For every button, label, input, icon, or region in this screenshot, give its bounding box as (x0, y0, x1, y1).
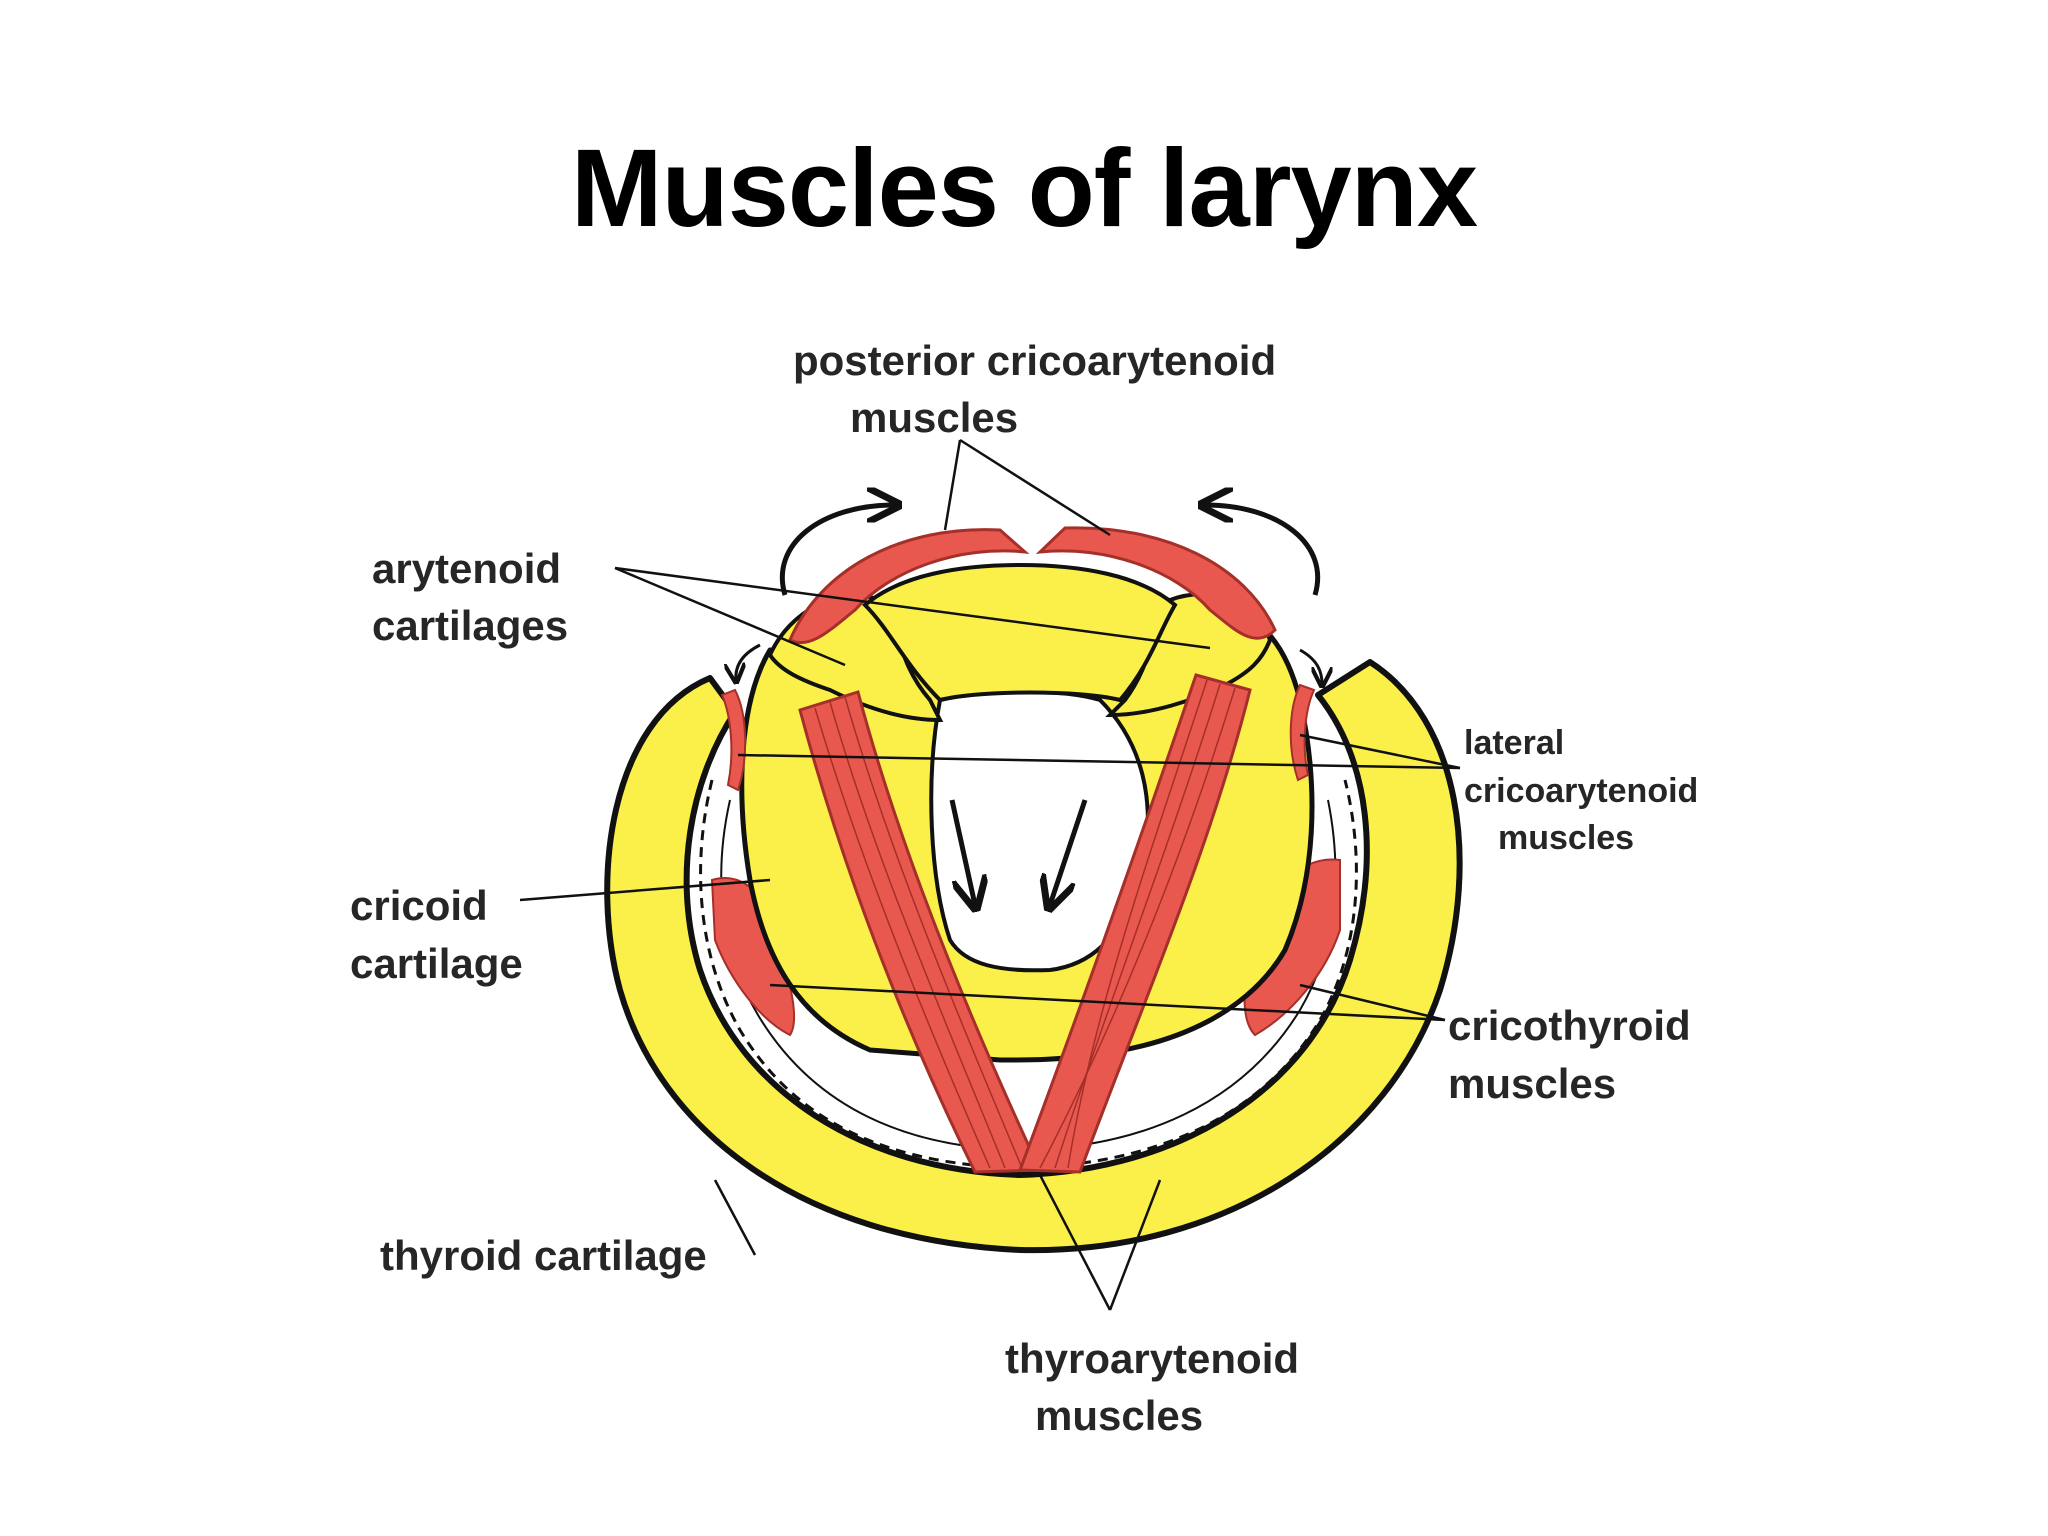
thyroarytenoid-muscle-right (1017, 673, 1252, 1174)
lateral-cricoarytenoid-muscle-right (1289, 683, 1316, 782)
label-cricothyroid-line1: cricothyroid (1448, 1002, 1691, 1049)
leader-lines (519, 438, 1461, 1311)
adduction-arrow-right (1050, 799, 1088, 905)
posterior-cricoarytenoid-muscle-left (788, 528, 1030, 645)
label-posterior-cricoarytenoid-line1: posterior cricoarytenoid (793, 337, 1276, 384)
adduction-arrow-left (949, 799, 975, 905)
label-thyroarytenoid-line2: muscles (1035, 1392, 1203, 1439)
slide-title: Muscles of larynx (570, 127, 1478, 250)
rotation-arrow-right (1205, 505, 1321, 596)
label-cricothyroid-line2: muscles (1448, 1060, 1616, 1107)
rotation-arrow-left (779, 505, 895, 596)
thyroid-cartilage-shape (604, 659, 1463, 1254)
label-arytenoid-line2: cartilages (372, 602, 568, 649)
cricoid-posterior-top (862, 562, 1178, 703)
small-arrow-right (1299, 648, 1322, 684)
label-cricoid-line2: cartilage (350, 940, 523, 987)
label-cricoid-line1: cricoid (350, 882, 488, 929)
thyroarytenoid-fibres (814, 679, 1236, 1169)
label-thyroarytenoid-line1: thyroarytenoid (1005, 1335, 1299, 1382)
label-arytenoid-line1: arytenoid (372, 545, 561, 592)
label-posterior-cricoarytenoid-line2: muscles (850, 394, 1018, 441)
label-lateral-cricoarytenoid-line1: lateral (1464, 724, 1564, 762)
label-thyroid-cartilage: thyroid cartilage (380, 1232, 707, 1279)
posterior-cricoarytenoid-muscle-right (1035, 526, 1277, 640)
label-lateral-cricoarytenoid-line2: cricoarytenoid (1464, 772, 1698, 810)
small-arrow-left (736, 643, 761, 680)
label-lateral-cricoarytenoid-line3: muscles (1498, 819, 1634, 857)
lateral-cricoarytenoid-muscle-left (720, 688, 747, 792)
